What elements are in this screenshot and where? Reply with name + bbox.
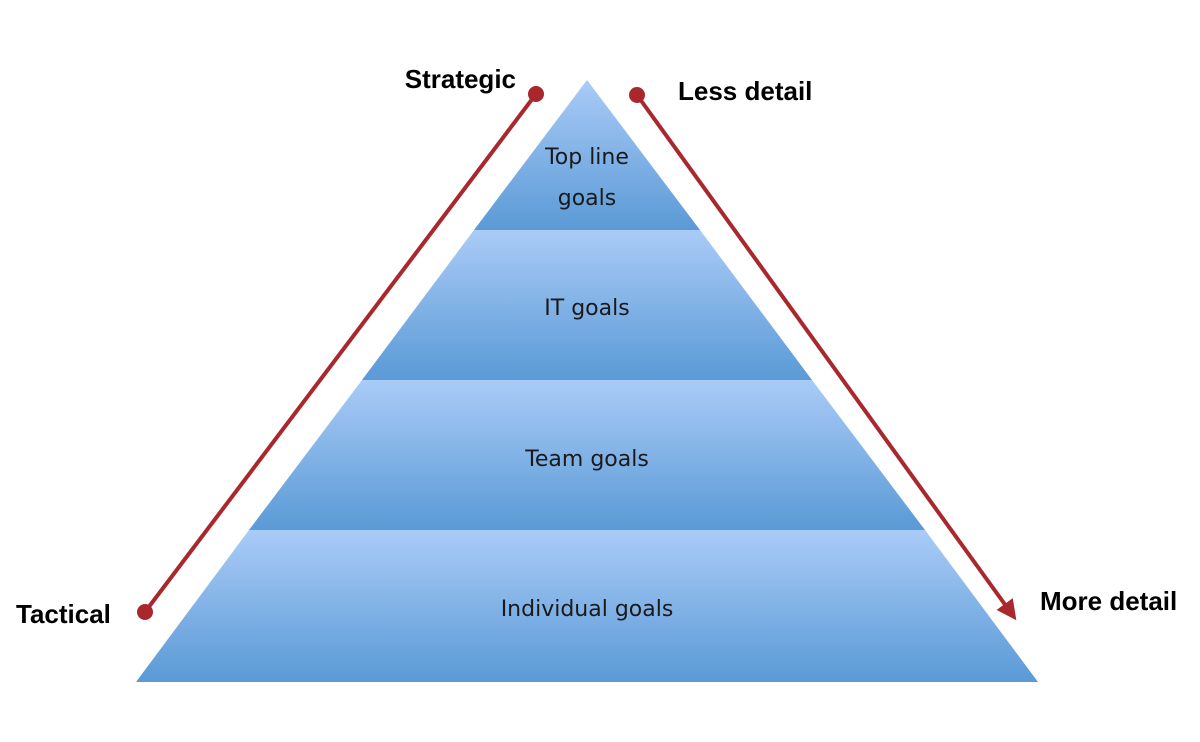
tier-top-line-label-2: goals	[558, 186, 616, 211]
tier-individual-label: Individual goals	[501, 597, 674, 622]
more-detail-label: More detail	[1040, 586, 1177, 616]
detail-axis	[629, 87, 1017, 621]
tier-team-label: Team goals	[524, 447, 649, 472]
tier-it	[362, 230, 812, 380]
tier-labels: Top line goals IT goals Team goals Indiv…	[501, 145, 674, 622]
less-detail-label: Less detail	[678, 76, 812, 106]
strategic-label: Strategic	[405, 64, 516, 94]
less-detail-dot	[629, 87, 645, 103]
tier-top-line-label-1: Top line	[544, 145, 629, 170]
strategic-tactical-axis	[137, 86, 544, 620]
tier-it-label: IT goals	[544, 296, 629, 321]
strategic-tactical-line	[143, 92, 538, 614]
tier-top-line	[474, 80, 700, 230]
tier-individual	[136, 530, 1038, 682]
strategic-dot	[528, 86, 544, 102]
tactical-dot	[137, 604, 153, 620]
tactical-label: Tactical	[16, 599, 111, 629]
detail-arrow-line	[635, 93, 1017, 621]
tier-team	[249, 380, 925, 530]
pyramid	[136, 80, 1038, 682]
